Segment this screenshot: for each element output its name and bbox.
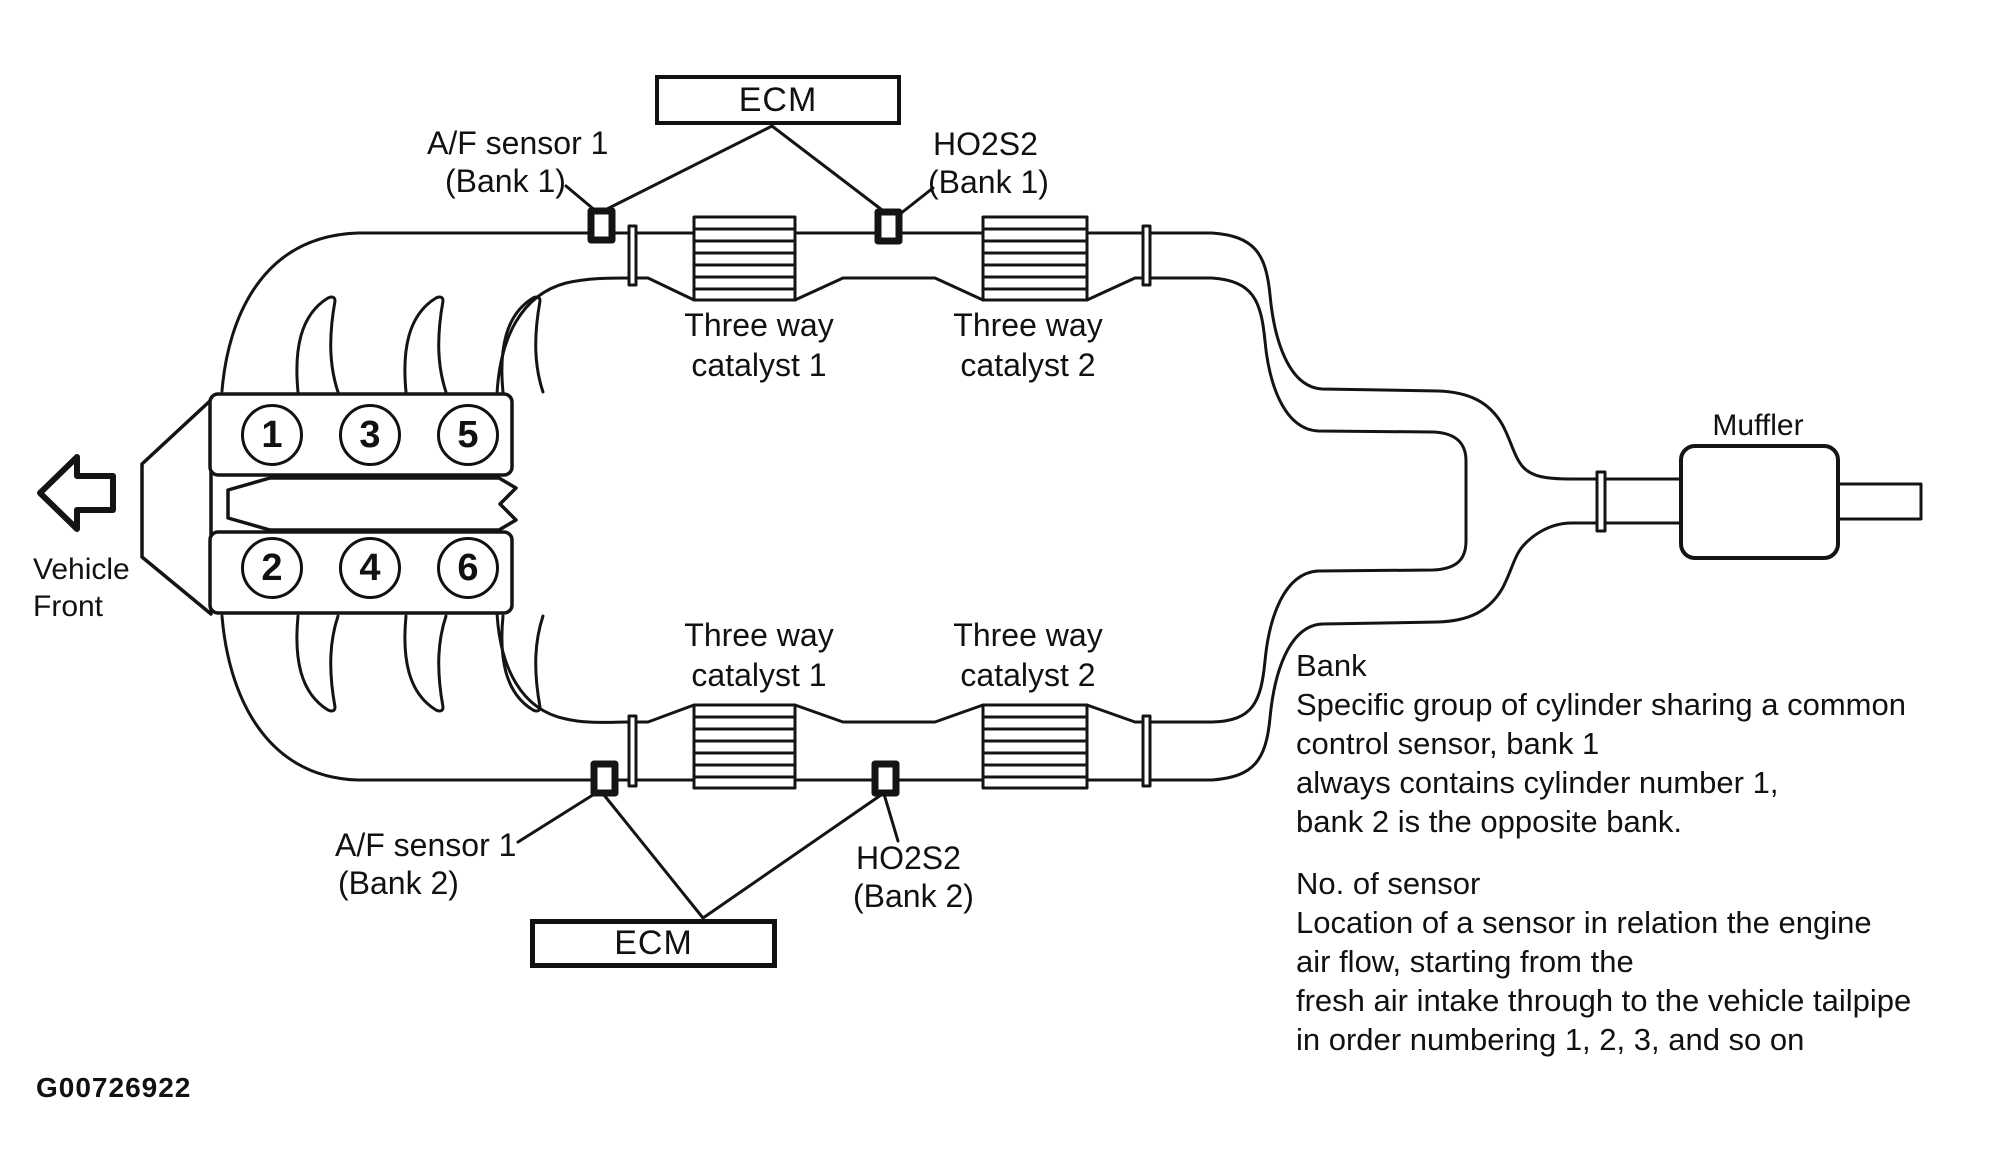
bank1-catalyst1-label-line2: catalyst 1 — [691, 347, 827, 383]
bank1-manifold-collector — [220, 231, 631, 396]
bank2-manifold-runners — [295, 614, 545, 713]
bank1-catalyst2 — [981, 215, 1089, 302]
bank2-catalyst1-label-line2: catalyst 1 — [691, 657, 827, 693]
sensor-boxes — [587, 207, 903, 797]
ho2s2-sensor-bank2 — [871, 760, 900, 797]
cylinder-5: 5 — [437, 404, 499, 466]
exhaust-pipe-inner-edge — [627, 276, 1468, 724]
af-sensor-bank2 — [590, 760, 619, 797]
bank1-catalyst1 — [692, 215, 797, 302]
cylinder-5-number: 5 — [457, 413, 479, 456]
ho2s2-bank1-label-line1: HO2S2 — [933, 126, 1038, 162]
af-sensor-bank1-label-line1: A/F sensor 1 — [427, 125, 609, 161]
cylinder-6: 6 — [437, 537, 499, 599]
cylinder-1-number: 1 — [261, 413, 283, 456]
af-sensor-bank2-label-line2: (Bank 2) — [338, 865, 459, 901]
af-sensor-bank1 — [587, 207, 616, 244]
cylinder-2: 2 — [241, 537, 303, 599]
bank2-catalyst1-label-line1: Three way — [684, 617, 834, 653]
af-sensor-bank2-label-line1: A/F sensor 1 — [335, 827, 517, 863]
figure-id: G00726922 — [36, 1072, 192, 1103]
cylinder-2-number: 2 — [261, 546, 283, 589]
engine-front-wedge — [140, 398, 213, 616]
af-sensor-bank1-label-line2: (Bank 1) — [445, 163, 566, 199]
bank1-catalyst2-label-line1: Three way — [953, 307, 1103, 343]
bank1-catalyst1-label-line1: Three way — [684, 307, 834, 343]
sensor-number-definition-note: No. of sensor Location of a sensor in re… — [1296, 866, 1912, 1057]
exhaust-pipe-outer-edges — [356, 231, 1686, 782]
ecm-box-bottom: ECM — [530, 919, 777, 968]
bank2-manifold-collector — [220, 611, 631, 782]
ecm-bottom-label: ECM — [614, 924, 693, 962]
ho2s2-bank2-label-line2: (Bank 2) — [853, 878, 974, 914]
cylinder-6-number: 6 — [457, 546, 479, 589]
ecm-box-top: ECM — [655, 75, 901, 125]
tailpipe — [1836, 482, 1923, 521]
bank2-catalyst2-label-line1: Three way — [953, 617, 1103, 653]
vehicle-front-label-line2: Front — [33, 590, 104, 623]
ho2s2-bank1-label-line2: (Bank 1) — [928, 164, 1049, 200]
bank2-catalyst2-label-line2: catalyst 2 — [960, 657, 1096, 693]
cylinder-1: 1 — [241, 404, 303, 466]
cylinder-4: 4 — [339, 537, 401, 599]
ho2s2-bank2-label-line1: HO2S2 — [856, 840, 961, 876]
bank1-catalyst2-label-line2: catalyst 2 — [960, 347, 1096, 383]
label-leader-lines — [516, 184, 935, 844]
muffler-label: Muffler — [1712, 409, 1804, 442]
bank2-catalyst1 — [692, 703, 797, 790]
muffler-shape — [1679, 444, 1923, 560]
cylinder-3-number: 3 — [359, 413, 381, 456]
ecm-top-label: ECM — [738, 80, 818, 119]
vehicle-front-label-line1: Vehicle — [33, 553, 130, 586]
cylinder-4-number: 4 — [359, 546, 381, 589]
pipe-flanges — [627, 224, 1607, 788]
cylinder-3: 3 — [339, 404, 401, 466]
ecm-wiring-lines — [601, 124, 888, 920]
ho2s2-sensor-bank1 — [874, 208, 903, 245]
engine-middle-band — [226, 476, 518, 532]
bank-definition-note: Bank Specific group of cylinder sharing … — [1296, 648, 1906, 839]
bank2-catalyst2 — [981, 703, 1089, 790]
bank1-manifold-runners — [295, 295, 545, 394]
vehicle-front-arrow-icon — [37, 454, 116, 532]
